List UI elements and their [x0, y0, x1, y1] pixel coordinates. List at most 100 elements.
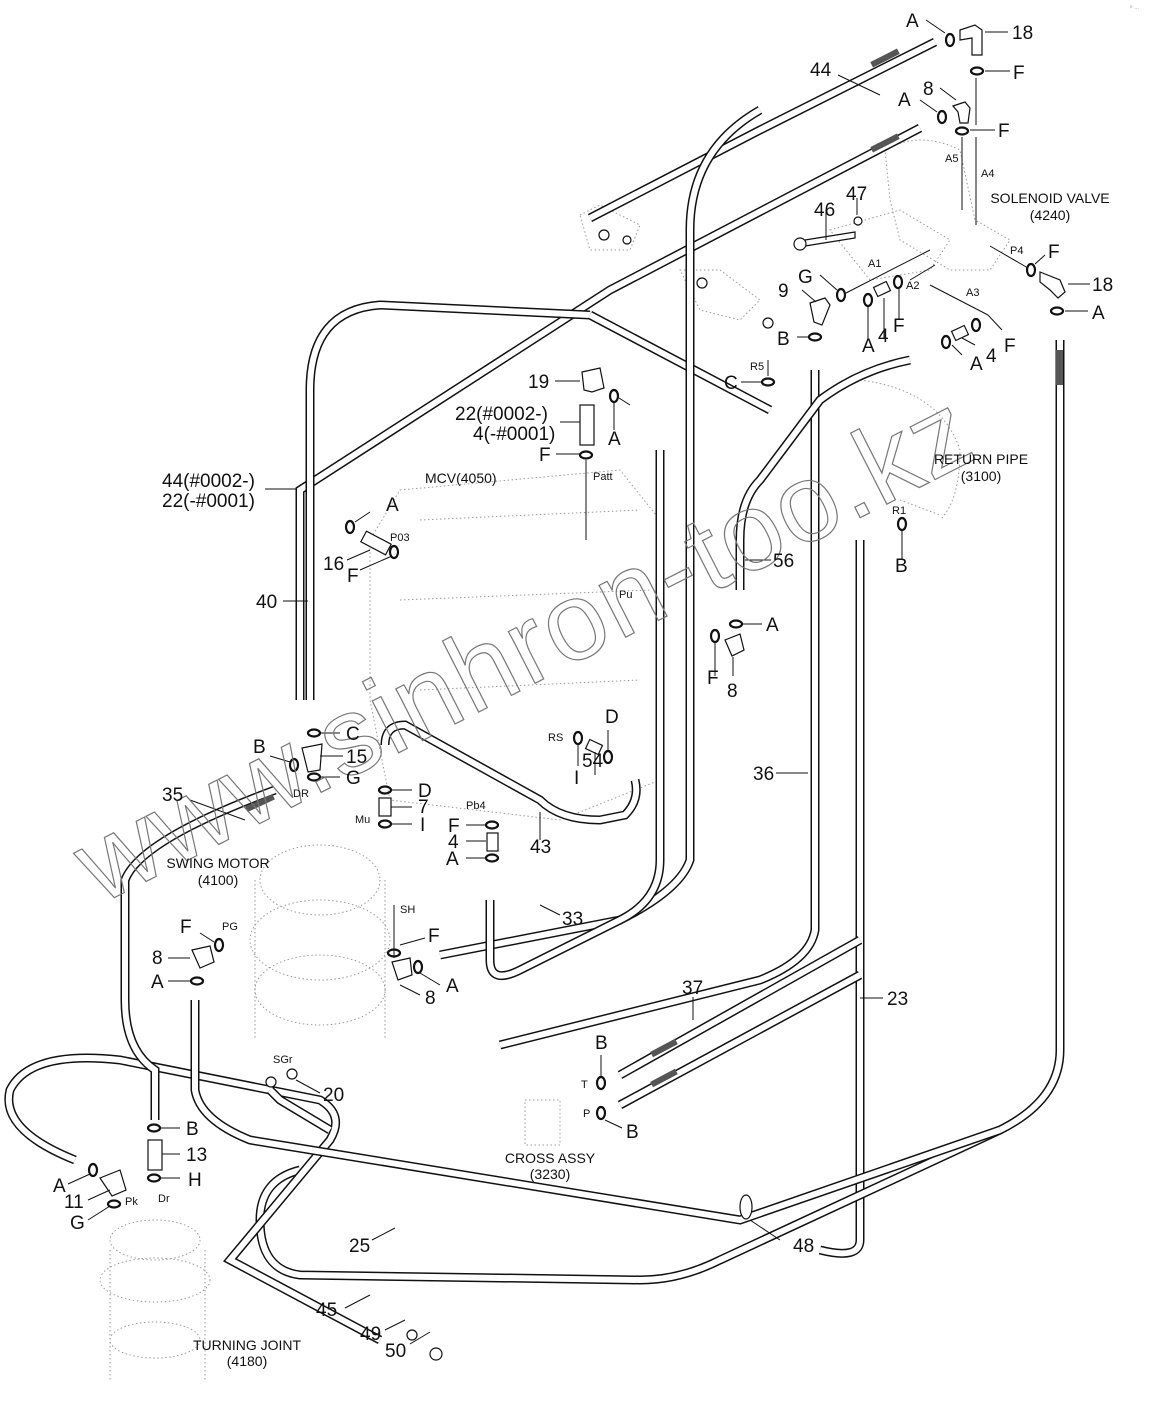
component-name-cross-assy: CROSS ASSY — [505, 1150, 596, 1166]
callout-label: A — [53, 1176, 66, 1197]
callout-label: 44 — [810, 60, 832, 81]
callout-label: F — [893, 316, 905, 337]
callout-label: C — [724, 373, 738, 394]
port-label: A5 — [945, 153, 958, 165]
component-name-mcv: MCV(4050) — [425, 470, 497, 486]
callout-label: A — [608, 429, 621, 450]
component-code-swing-motor: (4100) — [198, 872, 238, 888]
port-label: A3 — [966, 287, 979, 299]
port-label: A2 — [906, 280, 919, 292]
component-code-return-pipe: (3100) — [961, 468, 1001, 484]
callout-label: B — [895, 556, 908, 577]
callout-label: D — [605, 707, 619, 728]
port-label: Pu — [619, 589, 632, 601]
port-label: A1 — [868, 258, 881, 270]
callout-label: 8 — [425, 988, 436, 1009]
callout-label: 15 — [346, 747, 367, 768]
port-label: SGr — [273, 1054, 293, 1066]
pipes — [4, 37, 1065, 1344]
callout-label: A — [151, 972, 164, 993]
port-label: A4 — [981, 168, 994, 180]
port-labels: A5 A4 P4 A1 A2 A3 R5 Patt P03 Pu R1 RS D… — [125, 153, 1023, 1208]
callout-label: A — [446, 849, 459, 870]
callout-label: 23 — [887, 989, 908, 1010]
callout-label: F — [428, 926, 440, 947]
callout-label: 46 — [814, 200, 835, 221]
ghost-components — [99, 139, 1011, 1380]
watermark: www.sinhron-too.kz — [54, 367, 993, 926]
callout-label: 33 — [562, 909, 583, 930]
callout-label: F — [539, 445, 551, 466]
callout-label: B — [253, 737, 266, 758]
fittings — [99, 24, 1066, 1361]
leader-lines — [67, 19, 1090, 1345]
callout-label: B — [777, 329, 790, 350]
callout-label: F — [347, 566, 359, 587]
callout-label: A — [446, 976, 459, 997]
callout-label: I — [574, 768, 579, 789]
callout-label: 20 — [323, 1085, 344, 1106]
port-label: P — [583, 1108, 590, 1120]
callout-label: A — [970, 354, 983, 375]
callout-label: A — [906, 11, 919, 32]
callout-label: C — [346, 724, 360, 745]
component-code-turning-joint: (4180) — [227, 1353, 267, 1369]
port-label: PG — [222, 921, 238, 933]
callout-label: 36 — [753, 764, 774, 785]
component-name-turning-joint: TURNING JOINT — [193, 1337, 302, 1353]
callout-label: 16 — [323, 554, 344, 575]
callout-label: 22(#0002-) — [455, 404, 548, 425]
component-name-solenoid-valve: SOLENOID VALVE — [990, 190, 1109, 206]
callout-label: G — [70, 1213, 85, 1234]
callout-label: A — [862, 336, 875, 357]
callout-label: F — [998, 121, 1010, 142]
callout-label: 48 — [793, 1236, 814, 1257]
hose-hatch — [245, 48, 1063, 1088]
callout-label: F — [1048, 242, 1060, 263]
corner-mark: ⁰ ∙∙∙ — [1130, 5, 1139, 12]
callout-label: 4 — [448, 832, 459, 853]
port-label: R1 — [892, 505, 906, 517]
callout-label: A — [766, 615, 779, 636]
callout-label: G — [346, 768, 361, 789]
callout-labels: A 18 44 F 8 A F 46 47 G 9 F 18 A B A 4 F… — [53, 11, 1113, 1362]
port-label: Dr — [158, 1193, 170, 1205]
port-label: Patt — [593, 471, 613, 483]
callout-label: I — [420, 815, 425, 836]
callout-label: 47 — [846, 184, 867, 205]
callout-label: 56 — [773, 551, 794, 572]
callout-label: 4 — [986, 346, 997, 367]
callout-label: 43 — [530, 837, 551, 858]
callout-label: B — [186, 1119, 199, 1140]
callout-label: D — [418, 781, 432, 802]
callout-label: F — [180, 917, 192, 938]
callout-label: 9 — [778, 281, 789, 302]
callout-label: 37 — [682, 978, 703, 999]
component-code-solenoid-valve: (4240) — [1030, 207, 1070, 223]
callout-label: 22(-#0001) — [162, 491, 255, 512]
component-name-return-pipe: RETURN PIPE — [934, 451, 1028, 467]
callout-label: A — [1092, 303, 1105, 324]
callout-label: 44(#0002-) — [162, 471, 255, 492]
port-label: Pb4 — [466, 800, 486, 812]
port-label: T — [581, 1079, 588, 1091]
callout-label: A — [898, 90, 911, 111]
callout-label: A — [386, 495, 399, 516]
callout-label: 50 — [385, 1341, 406, 1362]
callout-label: 40 — [256, 592, 277, 613]
callout-label: 8 — [923, 79, 934, 100]
callout-label: 35 — [162, 785, 183, 806]
callout-label: B — [595, 1033, 608, 1054]
callout-label: 8 — [727, 681, 738, 702]
component-code-cross-assy: (3230) — [530, 1166, 570, 1182]
port-label: RS — [548, 732, 563, 744]
callout-label: 4 — [878, 326, 889, 347]
callout-label: F — [707, 668, 719, 689]
callout-label: 18 — [1092, 275, 1113, 296]
port-label: SH — [400, 904, 415, 916]
callout-label: 11 — [64, 1192, 84, 1213]
port-label: P03 — [390, 532, 410, 544]
callout-label: 18 — [1012, 23, 1033, 44]
port-label: DR — [293, 788, 309, 800]
